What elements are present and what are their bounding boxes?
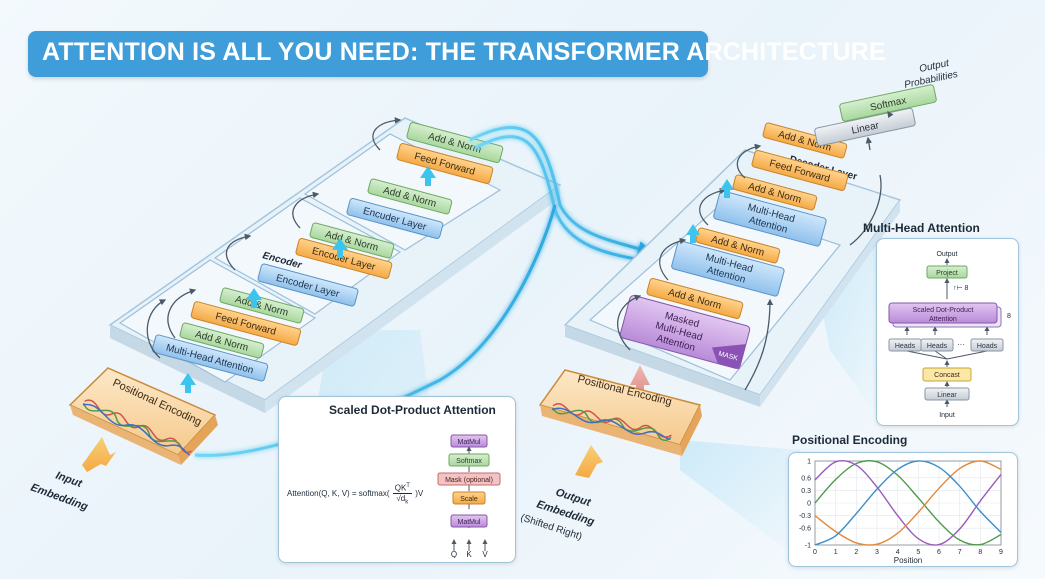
x-axis-label: Position xyxy=(894,556,922,565)
sdpa-op-mask xyxy=(437,472,501,486)
svg-text:Scaled Dot-Product: Scaled Dot-Product xyxy=(913,307,974,314)
mha-head-n xyxy=(970,338,1004,352)
y-tick-label: 0.3 xyxy=(801,488,811,495)
x-tick-label: 7 xyxy=(958,549,962,556)
x-tick-label: 1 xyxy=(834,549,838,556)
y-tick-label: 0 xyxy=(807,501,811,508)
svg-text:Linear: Linear xyxy=(937,392,957,399)
encoder-flow-arrows xyxy=(180,166,436,393)
y-tick-label: -0.3 xyxy=(799,513,811,520)
formula-suffix: )V xyxy=(415,489,424,499)
svg-text:Project: Project xyxy=(936,270,958,277)
x-tick-label: 6 xyxy=(937,549,941,556)
sdpa-op-matmul-top xyxy=(450,434,488,448)
sdpa-op-matmul-bottom xyxy=(450,514,488,528)
sdpa-input-v: V xyxy=(482,550,488,558)
svg-text:Attention: Attention xyxy=(929,316,957,323)
y-tick-label: 0.6 xyxy=(801,475,811,482)
decoder-residual-loops xyxy=(617,143,882,391)
mha-scaled-attention xyxy=(888,302,998,324)
x-tick-label: 8 xyxy=(978,549,982,556)
encoder-decoder-connector xyxy=(194,126,658,457)
mha-head-ellipsis: ··· xyxy=(957,340,965,349)
sdpa-flow: MatMul Softmax Mask (optional) Scale Mat… xyxy=(437,434,501,558)
x-tick-label: 5 xyxy=(916,549,920,556)
input-label-1: Input xyxy=(54,470,85,491)
sdpa-formula: Attention(Q, K, V) = softmax( QKT √dk )V xyxy=(287,483,423,505)
mha-head-2 xyxy=(920,338,954,352)
svg-text:MatMul: MatMul xyxy=(458,439,481,446)
mha-concat xyxy=(922,367,972,382)
page-title: ATTENTION IS ALL YOU NEED: THE TRANSFORM… xyxy=(42,38,886,66)
decoder-top-arrows xyxy=(865,110,894,151)
svg-text:Heads: Heads xyxy=(895,343,916,350)
x-tick-label: 0 xyxy=(813,549,817,556)
title-banner xyxy=(28,31,708,77)
series-line-3 xyxy=(814,460,1002,546)
svg-text:Hoads: Hoads xyxy=(977,343,998,350)
mha-output: Output xyxy=(936,251,957,258)
svg-text:MatMul: MatMul xyxy=(458,519,481,526)
mask-tag: MASK xyxy=(718,351,739,363)
mha-title: Multi-Head Attention xyxy=(863,221,980,235)
series-line-4 xyxy=(814,460,1002,546)
mha-linear xyxy=(924,387,970,401)
formula-sup: T xyxy=(406,483,410,489)
x-tick-label: 4 xyxy=(896,549,900,556)
dec-masked-mha: MASK Masked Multi-Head Attention xyxy=(619,295,751,370)
sdpa-op-scale xyxy=(452,491,486,505)
pe-title: Positional Encoding xyxy=(792,433,908,447)
mha-input: Input xyxy=(939,412,955,419)
x-tick-label: 3 xyxy=(875,549,879,556)
series-line-1 xyxy=(814,460,1002,546)
sdpa-op-softmax xyxy=(448,453,490,467)
sdpa-title: Scaled Dot-Product Attention xyxy=(329,403,496,417)
encoder-residual-loops xyxy=(146,117,402,359)
svg-text:Softmax: Softmax xyxy=(456,458,482,465)
mha-panel: Multi-Head Attention Output Project ↑⊢ 8… xyxy=(863,221,1019,426)
y-tick-label: 1 xyxy=(807,459,811,466)
beam-to-pe xyxy=(680,440,800,560)
svg-text:Heads: Heads xyxy=(927,343,948,350)
decoder-input-arrow xyxy=(630,365,650,399)
encoder-positional-encoding: Positional Encoding xyxy=(68,367,218,465)
x-tick-label: 2 xyxy=(854,549,858,556)
y-tick-label: -0.6 xyxy=(799,526,811,533)
sdpa-panel: Scaled Dot-Product Attention Attention(Q… xyxy=(278,396,516,563)
output-embedding-arrow xyxy=(575,445,603,478)
formula-sub: k xyxy=(405,499,409,506)
mha-project xyxy=(926,265,968,279)
series-line-2 xyxy=(814,460,1002,546)
mha-repeat-side: 8 xyxy=(1007,313,1011,320)
formula-numerator: QK xyxy=(394,483,407,493)
svg-text:Scale: Scale xyxy=(460,496,478,503)
decoder-flow-arrows xyxy=(686,179,734,243)
mha-repeat-top: ↑⊢ 8 xyxy=(953,285,969,292)
sdpa-input-k: K xyxy=(466,550,472,558)
input-embedding-arrow xyxy=(82,437,116,472)
formula-denominator: √d xyxy=(396,493,406,503)
svg-text:Concast: Concast xyxy=(934,372,960,379)
mha-flow: Output Project ↑⊢ 8 Scaled Dot-Product A… xyxy=(888,251,1011,419)
x-tick-label: 9 xyxy=(999,549,1003,556)
sdpa-input-q: Q xyxy=(451,550,457,558)
y-tick-label: -1 xyxy=(805,543,811,550)
dec-mha: Multi-Head Attention xyxy=(713,190,827,247)
svg-text:Mask (optional): Mask (optional) xyxy=(445,477,493,484)
formula-prefix: Attention(Q, K, V) = softmax( xyxy=(287,489,390,499)
decoder-positional-encoding: Positional Encoding xyxy=(538,369,702,456)
dec-mha-2: Multi-Head Attention xyxy=(671,240,785,297)
